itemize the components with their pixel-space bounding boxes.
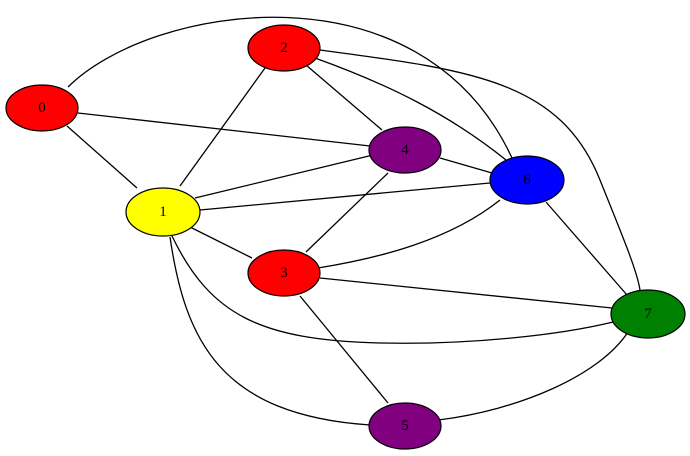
node-4-shape [368,126,442,174]
edge-4-6 [439,157,493,174]
node-7[interactable]: 7 [610,289,686,339]
node-1-shape [125,187,201,237]
node-7-shape [610,289,686,339]
node-0[interactable]: 0 [5,84,79,132]
nodes-layer: 0 1 2 3 4 5 6 7 [5,24,686,450]
edge-4-3 [305,172,389,253]
edge-1-2 [179,67,266,187]
edge-2-6 [314,57,507,161]
edge-3-7 [319,277,613,309]
edge-5-7 [437,331,629,421]
node-3-shape [247,249,321,297]
node-0-label: 0 [38,100,46,116]
edge-1-6 [199,182,491,211]
edge-2-4 [305,64,383,131]
node-2-label: 2 [280,40,288,56]
node-4-label: 4 [401,142,409,158]
node-0-shape [5,84,79,132]
edge-0-1 [66,125,138,189]
node-1[interactable]: 1 [125,187,201,237]
node-6[interactable]: 6 [489,155,565,205]
edge-1-7 [171,235,614,344]
edge-6-7 [545,201,628,296]
node-2[interactable]: 2 [247,24,321,72]
node-5[interactable]: 5 [368,402,442,450]
edge-6-3 [317,199,501,269]
node-3[interactable]: 3 [247,249,321,297]
edge-2-7 [319,49,641,291]
edge-0-4 [77,112,371,147]
node-6-shape [489,155,565,205]
edges-layer [66,16,641,426]
edge-1-3 [189,226,253,259]
node-6-label: 6 [523,172,531,188]
edge-0-6 [67,16,513,159]
edge-3-5 [299,295,389,404]
node-7-label: 7 [644,306,652,322]
node-2-shape [247,24,321,72]
node-5-shape [368,402,442,450]
node-5-label: 5 [401,418,409,434]
node-1-label: 1 [159,204,167,220]
node-3-label: 3 [280,265,288,281]
edge-1-4 [194,154,374,199]
node-4[interactable]: 4 [368,126,442,174]
edge-1-5 [169,236,371,426]
